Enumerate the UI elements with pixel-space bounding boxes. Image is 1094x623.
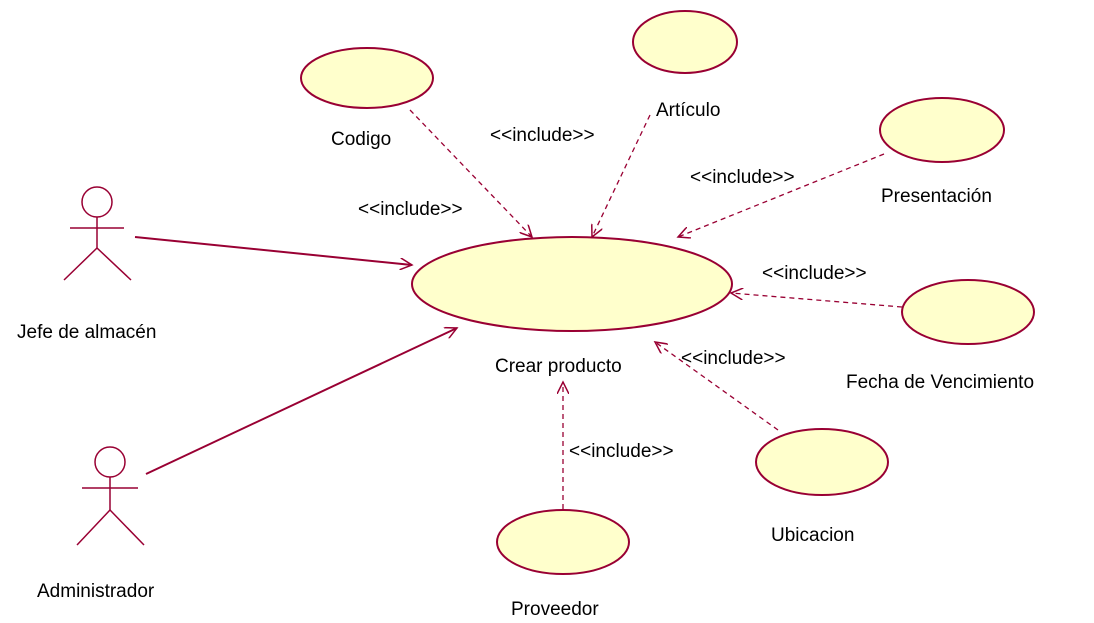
use-case-label-presentacion: Presentación [881,186,992,207]
use-case-fecha-vencimiento[interactable] [901,279,1035,345]
actor-jefe-de-almacen[interactable] [63,186,132,281]
include-label-presentacion: <<include>> [690,167,795,188]
include-presentacion [678,153,885,237]
include-label-fecha-vencimiento: <<include>> [762,263,867,284]
use-case-label-crear-producto: Crear producto [495,356,622,377]
use-case-ubicacion[interactable] [755,428,889,496]
association-jefe [134,236,412,265]
use-case-articulo[interactable] [632,10,738,74]
actor-head-icon [81,186,113,218]
actor-head-icon [94,446,126,478]
actor-label-administrador: Administrador [37,581,155,602]
use-case-label-codigo: Codigo [331,129,391,150]
actor-administrador[interactable] [76,446,145,546]
include-ubicacion [655,342,779,431]
use-case-label-fecha-vencimiento: Fecha de Vencimiento [846,372,1034,393]
include-codigo [409,109,532,237]
use-case-crear-producto[interactable] [411,236,733,332]
include-label-articulo: <<include>> [490,125,595,146]
actor-label-jefe: Jefe de almacén [17,322,156,343]
use-case-codigo[interactable] [300,47,434,109]
include-fecha-vencimiento [731,293,903,308]
use-case-proveedor[interactable] [496,509,630,575]
use-case-label-ubicacion: Ubicacion [771,525,854,546]
use-case-label-proveedor: Proveedor [511,599,599,620]
include-label-proveedor: <<include>> [569,441,674,462]
include-label-ubicacion: <<include>> [681,348,786,369]
include-label-codigo: <<include>> [358,199,463,220]
include-articulo [592,114,651,237]
use-case-presentacion[interactable] [879,97,1005,163]
association-administrador [145,328,457,475]
use-case-label-articulo: Artículo [656,100,720,121]
